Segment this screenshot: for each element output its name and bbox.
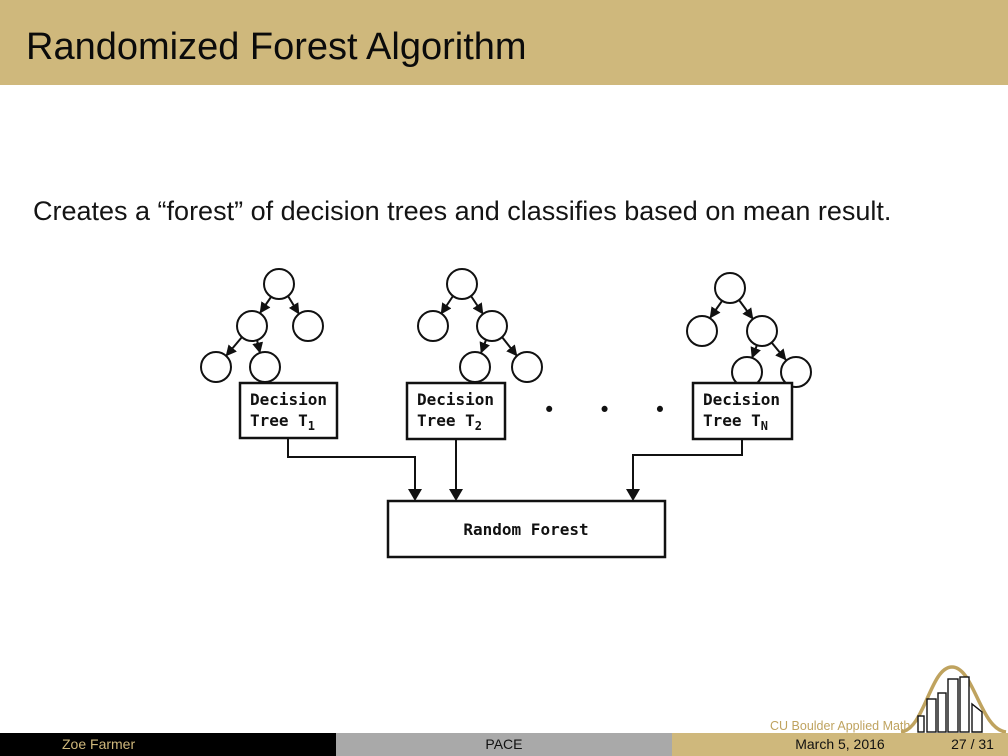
title-bar: Randomized Forest Algorithm — [0, 0, 1008, 85]
tree-node — [249, 351, 281, 383]
tree-edge — [479, 339, 490, 354]
tree-edge — [771, 342, 787, 361]
footer-date: March 5, 2016 — [795, 736, 885, 752]
arrowhead — [449, 489, 463, 501]
tree-label: Decision — [703, 390, 780, 409]
connector-treen — [632, 440, 743, 489]
tree-node — [780, 356, 812, 388]
tree-label-box — [238, 381, 339, 440]
arrowhead — [626, 489, 640, 501]
tree-label-box — [691, 381, 794, 441]
tree-node — [511, 351, 543, 383]
forest-label: Random Forest — [463, 520, 588, 539]
tree-edge — [738, 299, 754, 320]
tree-edge — [470, 295, 484, 315]
footer-page-number: 27 / 31 — [951, 736, 994, 752]
cu-boulder-applied-math-logo: CU Boulder Applied Math — [770, 665, 1007, 733]
slide-title: Randomized Forest Algorithm — [26, 26, 527, 68]
decision-tree-2: Decision Tree T2 — [405, 268, 543, 441]
footer-bar: Zoe Farmer PACE March 5, 2016 27 / 31 — [0, 733, 1008, 756]
tree-edge — [501, 336, 518, 357]
footer-author: Zoe Farmer — [62, 736, 136, 752]
logo-text: CU Boulder Applied Math — [770, 719, 910, 733]
tree-node — [263, 268, 295, 300]
tree-label: Tree T1 — [250, 411, 315, 433]
tree-node — [417, 310, 449, 342]
tree-edge — [259, 296, 272, 314]
footer-institute-segment: PACE — [335, 733, 672, 756]
tree-edge — [225, 336, 243, 357]
tree-label: Decision — [417, 390, 494, 409]
tree-node — [459, 351, 491, 383]
ellipsis-dots: ••• — [543, 398, 709, 422]
tree-edge — [287, 295, 300, 315]
connector-tree1 — [287, 439, 416, 489]
tree-node — [746, 315, 778, 347]
decision-tree-n: Decision Tree TN — [686, 272, 812, 441]
tree-node — [292, 310, 324, 342]
random-forest-box: Random Forest — [386, 499, 667, 559]
tree-node — [446, 268, 478, 300]
tree-edge — [750, 344, 761, 359]
decision-tree-1: Decision Tree T1 — [200, 268, 339, 440]
random-forest-diagram: Decision Tree T1 Decision Tree T2 ••• — [200, 268, 812, 559]
footer-date-segment: March 5, 2016 27 / 31 — [671, 733, 1008, 756]
tree-node — [236, 310, 268, 342]
tree-label: Tree TN — [703, 411, 768, 433]
tree-node — [714, 272, 746, 304]
forest-label-box — [386, 499, 667, 559]
footer-institute: PACE — [485, 736, 523, 752]
tree-node — [476, 310, 508, 342]
footer-author-segment: Zoe Farmer — [0, 733, 336, 756]
body-text: Creates a “forest” of decision trees and… — [33, 196, 892, 226]
tree-label: Tree T2 — [417, 411, 482, 433]
tree-edge — [709, 300, 723, 319]
tree-node — [686, 315, 718, 347]
tree-edge — [440, 295, 454, 315]
tree-node — [200, 351, 232, 383]
tree-edge — [252, 339, 264, 354]
buildings-icon — [917, 676, 983, 733]
tree-label: Decision — [250, 390, 327, 409]
connectors — [287, 439, 743, 501]
arrowhead — [408, 489, 422, 501]
